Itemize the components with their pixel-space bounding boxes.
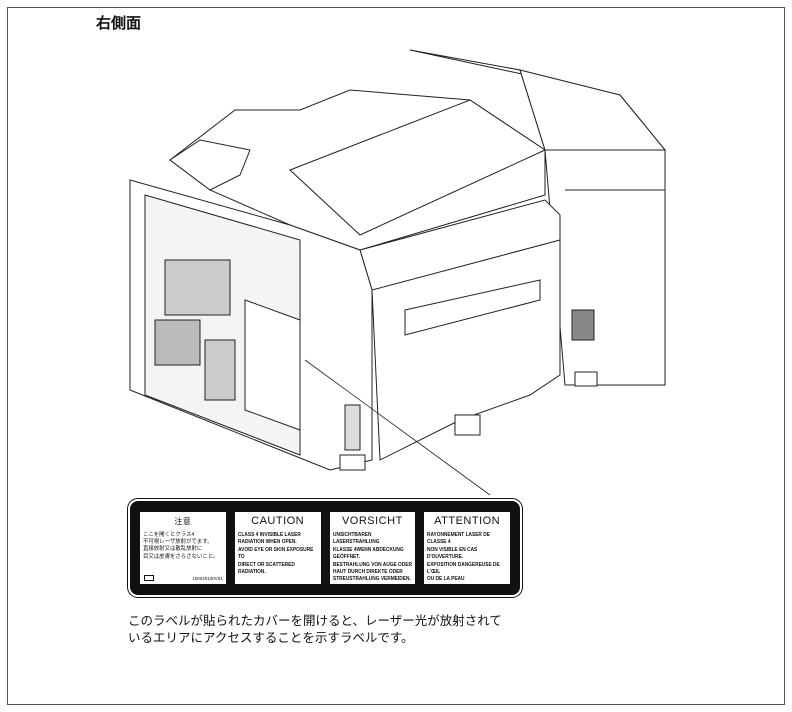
panel-heading: 注意 [174,517,192,526]
label-panel-japanese: 注意 ここを開くとクラス4 不可視レーザ放射がでます。 直接放射又は散乱放射に … [140,512,226,584]
label-description: このラベルが貼られたカバーを開けると、レーザー光が放射されて いるエリアにアクセ… [128,612,502,646]
label-panel-french: ATTENTION RAYONNEMENT LASER DE CLASSE 4 … [424,512,510,597]
panel-heading: CAUTION [251,515,305,527]
panel-body: ここを開くとクラス4 不可視レーザ放射がでます。 直接放射又は散乱放射に 目又は… [143,532,219,560]
machine-right-side-illustration [129,49,667,496]
label-panel-german: VORSICHT UNSICHTBAREN LASERSTRAHLUNG KLA… [329,512,416,584]
page-title: 右側面 [96,14,142,32]
label-box-mark [144,575,154,581]
panel-body: UNSICHTBAREN LASERSTRAHLUNG KLASSE 4WENN… [332,532,412,583]
page-frame [7,7,785,705]
panel-body: RAYONNEMENT LASER DE CLASSE 4 NON VISIBL… [427,532,501,598]
laser-warning-label: 注意 ここを開くとクラス4 不可視レーザ放射がでます。 直接放射又は散乱放射に … [127,498,523,598]
label-code: 100040100V01 [192,576,223,581]
caption-line: いるエリアにアクセスすることを示すラベルです。 [128,630,414,645]
caption-line: このラベルが貼られたカバーを開けると、レーザー光が放射されて [128,613,502,628]
label-panel-english: CAUTION CLASS 4 INVISIBLE LASER RADIATIO… [234,512,321,584]
panel-heading: ATTENTION [434,515,501,527]
panel-heading: VORSICHT [341,515,403,527]
panel-body: CLASS 4 INVISIBLE LASER RADIATION WHEN O… [237,532,314,576]
